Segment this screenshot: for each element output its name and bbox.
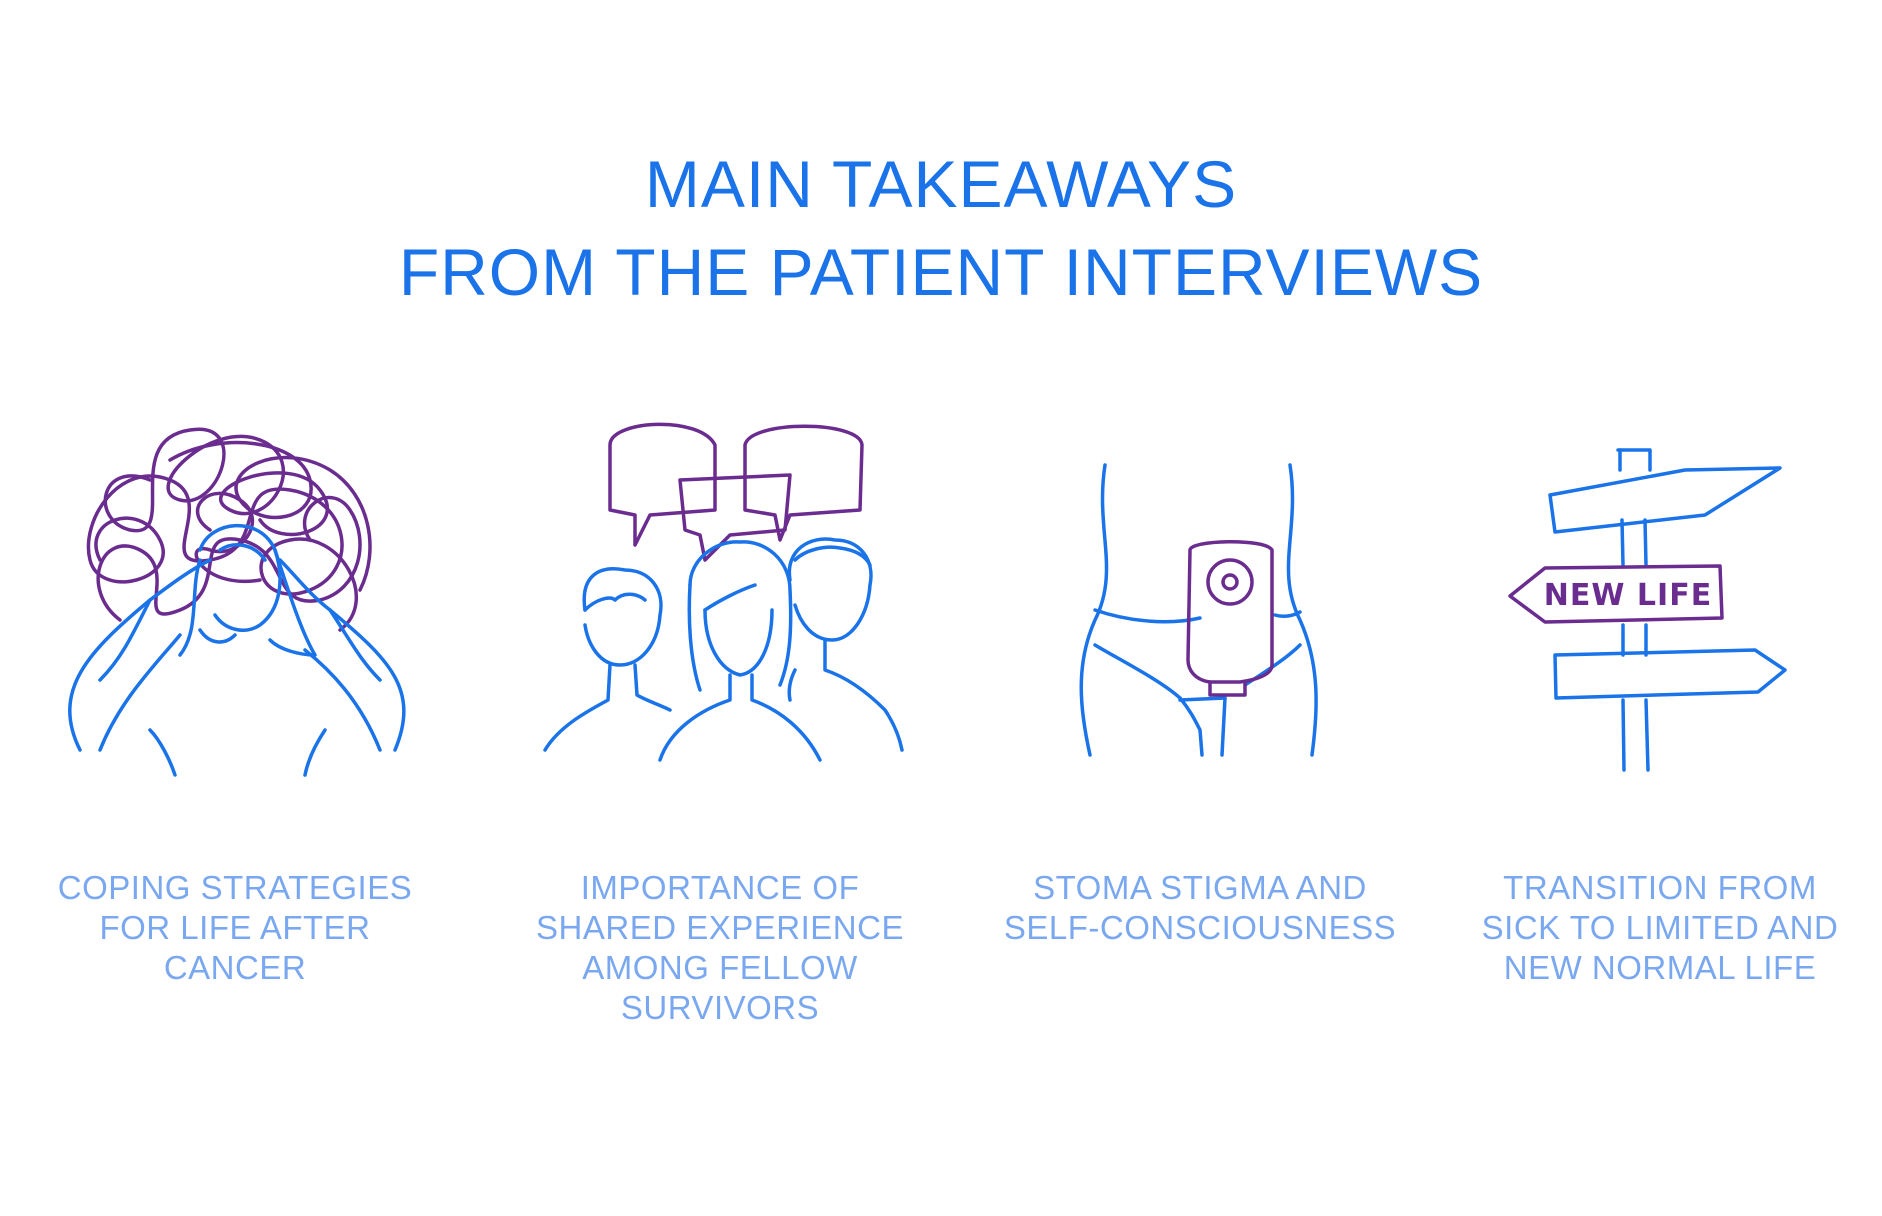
signpost-icon: NEW LIFE: [1508, 448, 1787, 772]
torso-figure: [1079, 463, 1318, 757]
title-line-1: MAIN TAKEAWAYS: [644, 147, 1238, 221]
three-people: [543, 537, 904, 762]
takeaway-caption-transition: TRANSITION FROM SICK TO LIMITED AND NEW …: [1460, 868, 1860, 988]
new-life-sign: [1508, 564, 1724, 624]
stoma-bag-icon: [1079, 463, 1318, 757]
takeaway-caption-coping: COPING STRATEGIES FOR LIFE AFTER CANCER: [35, 868, 435, 988]
new-life-sign-text: NEW LIFE: [1544, 578, 1712, 613]
stoma-pouch: [1186, 540, 1274, 697]
caption-line: SICK TO LIMITED AND: [1481, 909, 1839, 946]
page-title: MAIN TAKEAWAYS FROM THE PATIENT INTERVIE…: [0, 140, 1882, 316]
title-line-2: FROM THE PATIENT INTERVIEWS: [398, 235, 1484, 309]
caption-line: SELF-CONSCIOUSNESS: [1003, 909, 1397, 946]
caption-line: TRANSITION FROM: [1503, 869, 1817, 906]
caption-line: SURVIVORS: [620, 989, 820, 1026]
caption-line: STOMA STIGMA AND: [1033, 869, 1367, 906]
caption-line: FOR LIFE AFTER: [99, 909, 371, 946]
signpost-frame: [1548, 448, 1787, 772]
caption-line: CANCER: [163, 949, 307, 986]
stressed-person-icon: [68, 427, 406, 777]
scribble-tangle: [86, 427, 372, 632]
caption-line: COPING STRATEGIES: [57, 869, 413, 906]
takeaway-caption-shared-experience: IMPORTANCE OF SHARED EXPERIENCE AMONG FE…: [520, 868, 920, 1028]
takeaway-caption-stoma-stigma: STOMA STIGMA AND SELF-CONSCIOUSNESS: [1000, 868, 1400, 948]
stressed-person-figure: [68, 523, 406, 777]
caption-line: NEW NORMAL LIFE: [1503, 949, 1817, 986]
caption-line: IMPORTANCE OF: [580, 869, 860, 906]
caption-line: AMONG FELLOW: [582, 949, 858, 986]
caption-line: SHARED EXPERIENCE: [536, 909, 904, 946]
group-conversation-icon: [543, 422, 904, 762]
